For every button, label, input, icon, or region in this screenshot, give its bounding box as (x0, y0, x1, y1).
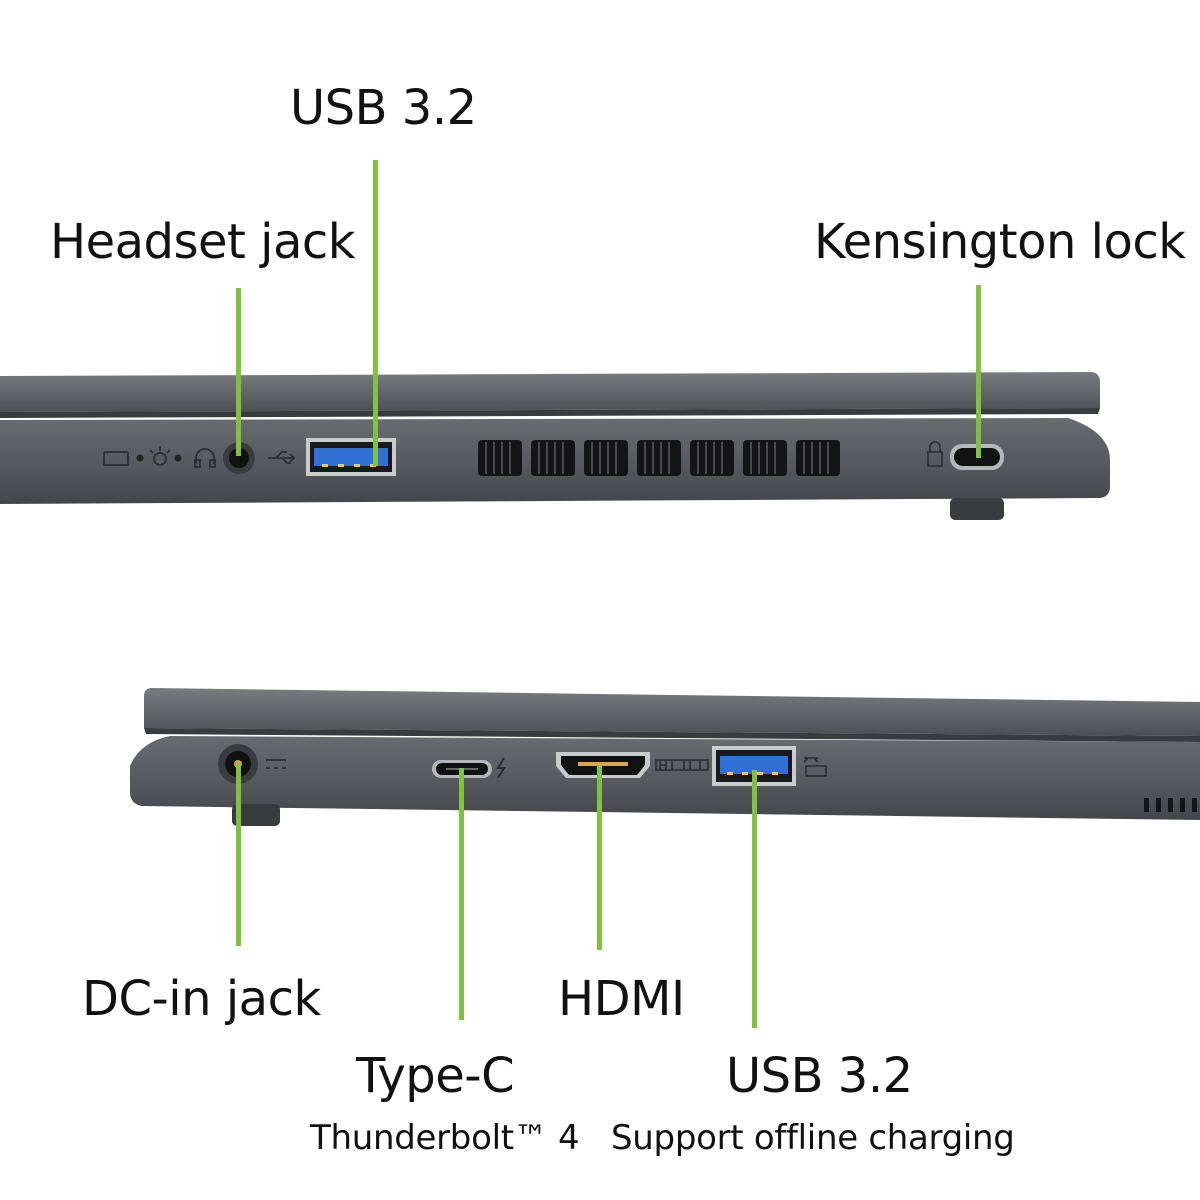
lid (144, 688, 1200, 736)
label-thunderbolt: Thunderbolt™ 4 (310, 1118, 580, 1158)
leader-usb-bottom (752, 770, 757, 1028)
rubber-foot (232, 804, 280, 826)
label-headset-jack: Headset jack (50, 214, 356, 270)
bottom-vents (1144, 798, 1197, 812)
hdmi-port[interactable] (556, 752, 650, 778)
usb-charge-icon (803, 757, 827, 777)
leader-kensington (976, 285, 981, 458)
thunderbolt-icon (496, 757, 506, 779)
leader-dc-in (236, 764, 241, 946)
leader-type-c (459, 768, 464, 1020)
label-hdmi: HDMI (558, 971, 685, 1027)
lock-icon (927, 441, 943, 467)
headset-icon (194, 448, 216, 468)
leader-hdmi (597, 766, 602, 950)
base (130, 736, 1200, 820)
leader-usb-top (373, 160, 378, 466)
label-offline-charging: Support offline charging (611, 1118, 1015, 1158)
dc-icon (266, 759, 286, 769)
hdmi-logo-icon (655, 759, 709, 771)
cooling-vents (478, 440, 840, 476)
label-type-c: Type-C (356, 1048, 515, 1104)
label-usb-top: USB 3.2 (290, 80, 477, 136)
usb-a-port[interactable] (306, 438, 396, 476)
power-led (174, 454, 182, 462)
label-dc-in-jack: DC-in jack (82, 971, 321, 1027)
usb-icon (268, 451, 296, 464)
battery-icon (103, 451, 129, 466)
label-usb-bottom: USB 3.2 (726, 1048, 913, 1104)
leader-headset-jack (236, 288, 241, 456)
label-kensington-lock: Kensington lock (814, 214, 1186, 270)
rubber-foot (950, 498, 1004, 520)
lid (0, 372, 1100, 412)
laptop-right-side (0, 372, 1110, 520)
laptop-left-side (130, 688, 1200, 826)
battery-led (136, 454, 144, 462)
power-led-icon (149, 446, 171, 466)
